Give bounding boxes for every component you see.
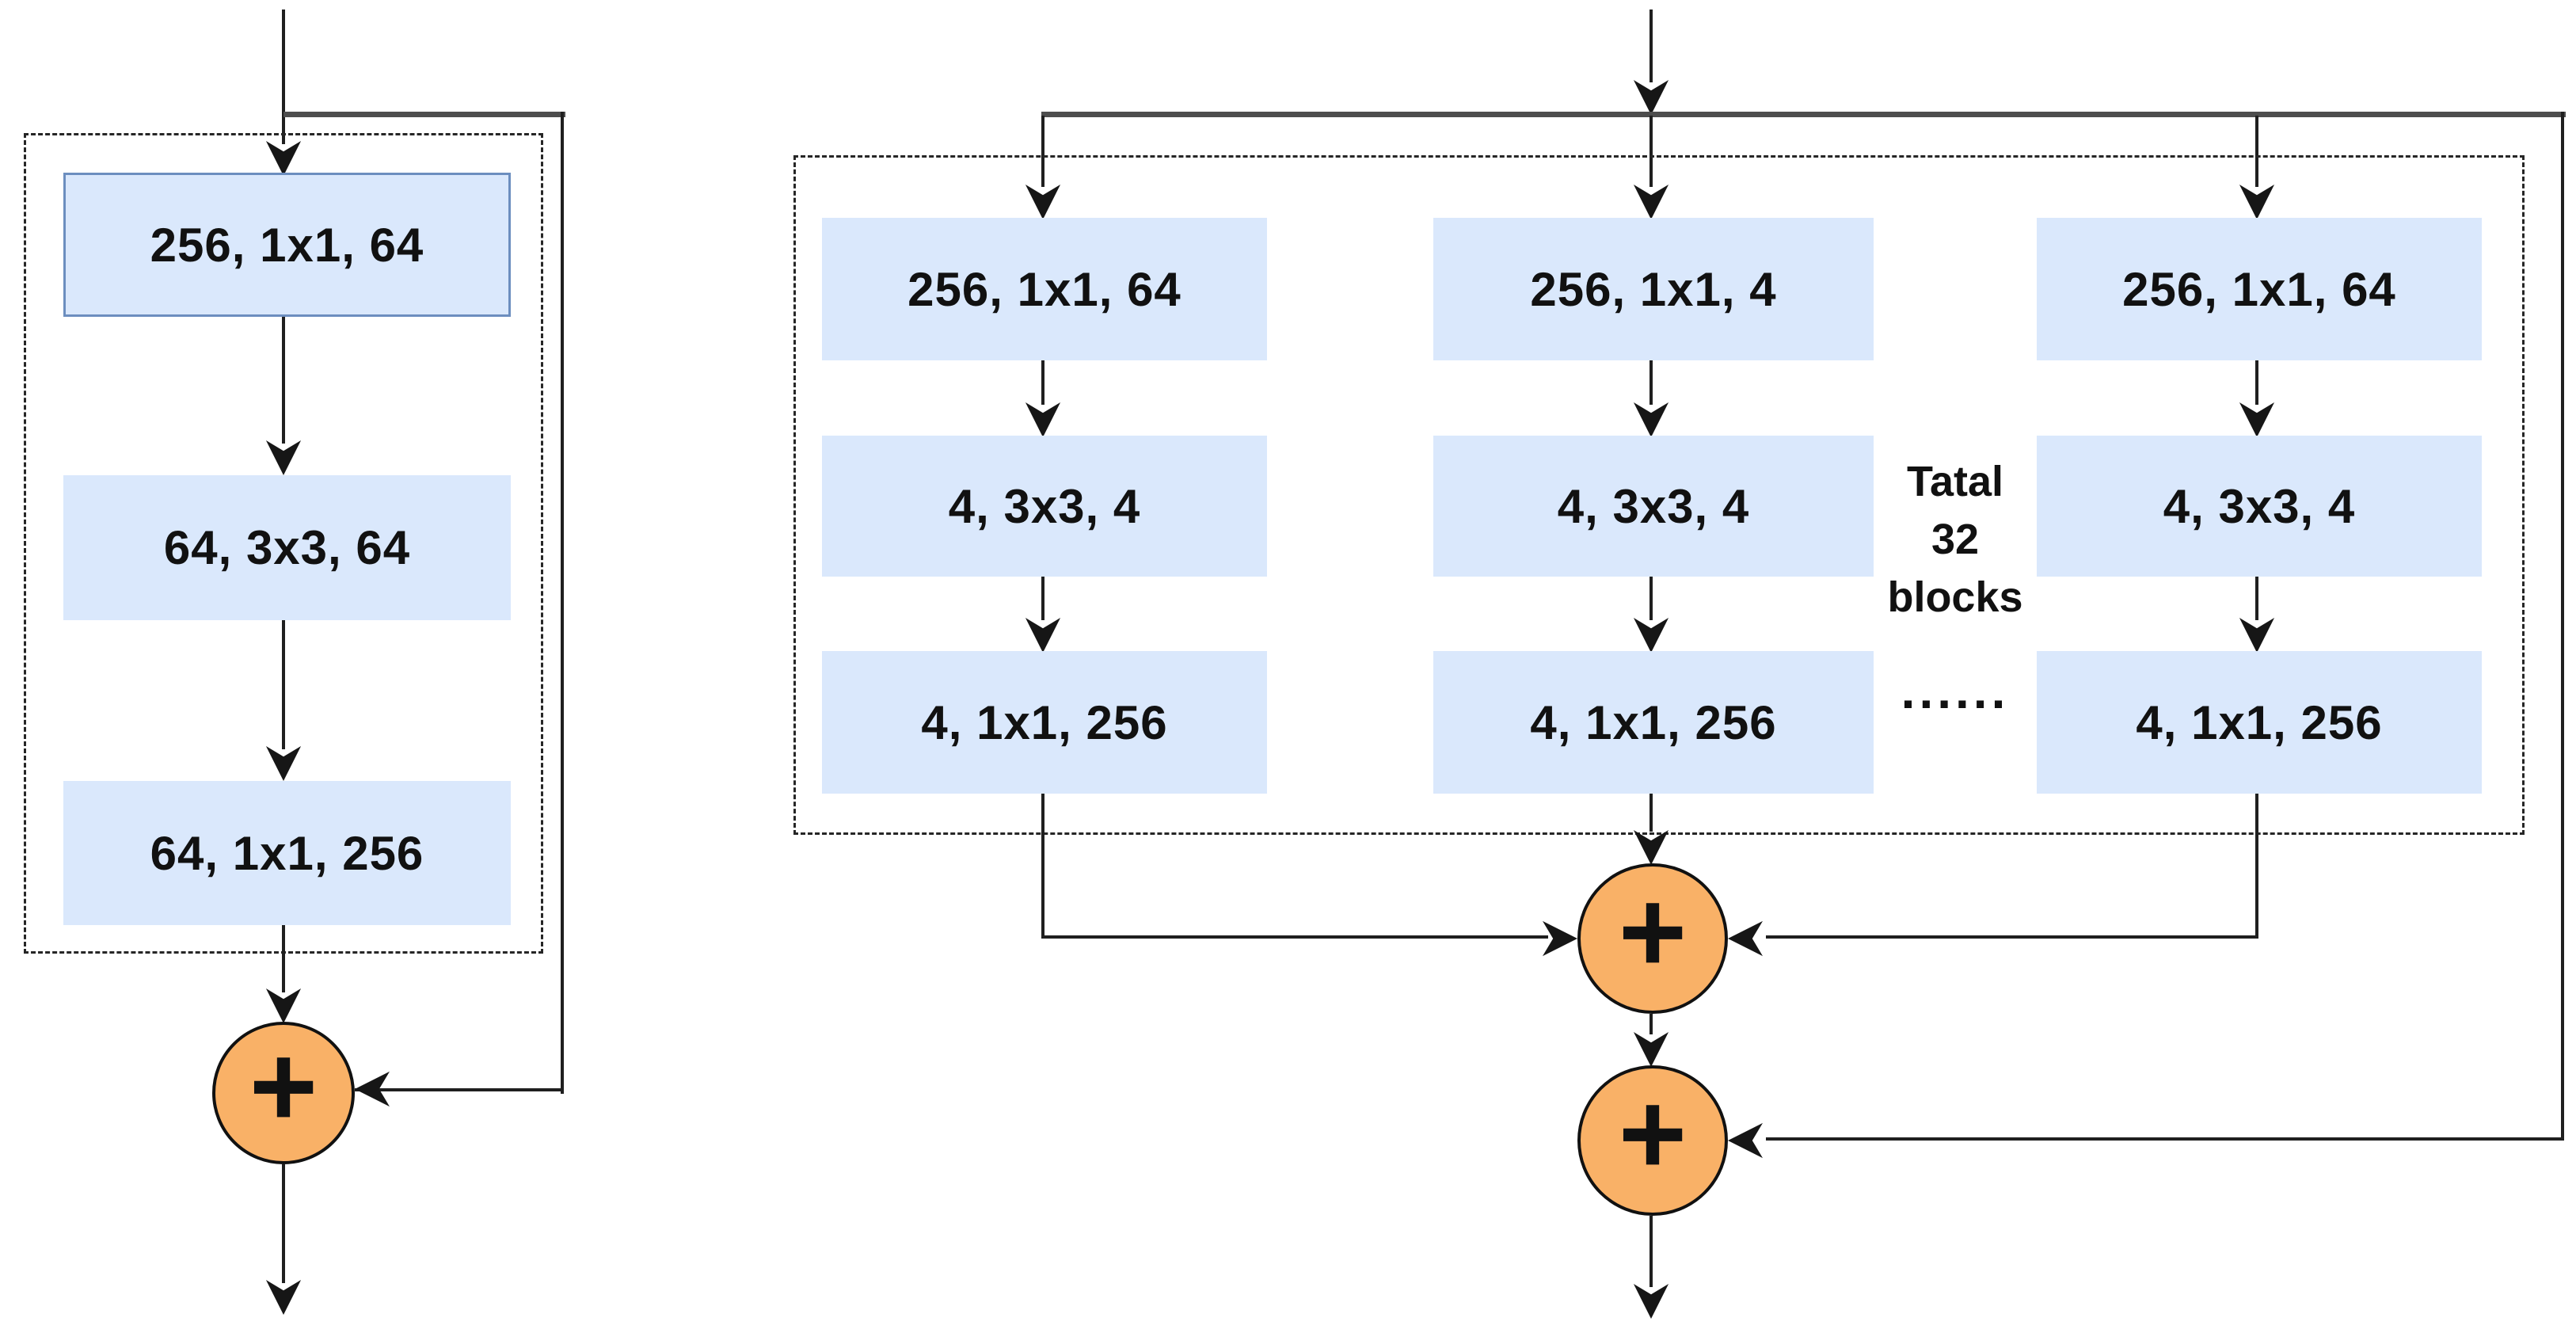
merge-line-left [1041,794,1044,937]
arrowhead-down-icon [1633,80,1669,115]
merge-line-center [1649,794,1653,832]
skip-bottom-line [1766,1137,2564,1141]
connector-line [2255,577,2258,620]
conv-layer-box: 4, 1x1, 256 [2037,651,2482,794]
ellipsis-dots: ...... [1901,662,2010,719]
skip-vertical-line [2561,112,2564,1140]
skip-bottom-line [355,1088,564,1091]
arrowhead-left-icon [1728,920,1763,957]
connector-line [1041,360,1044,405]
skip-vertical-line [561,112,564,1094]
output-arrow-line [282,1164,285,1283]
arrowhead-down-icon [1633,1284,1669,1319]
conv-layer-label: 4, 1x1, 256 [921,695,1168,749]
connector-line [282,620,285,749]
conv-layer-box: 64, 3x3, 64 [63,475,511,620]
merge-line-left-h [1041,935,1548,939]
plus-icon: + [249,1021,318,1152]
conv-layer-label: 64, 3x3, 64 [163,521,411,574]
arrowhead-down-icon [1633,1032,1669,1067]
conv-layer-box: 256, 1x1, 64 [2037,218,2482,360]
sum-node: + [1577,1065,1728,1216]
skip-branch-line [283,112,565,117]
annotation-line: blocks [1887,573,2023,621]
sum-node: + [1577,863,1728,1014]
resnext-dashed-frame [793,155,2525,835]
input-arrow-line [282,10,285,144]
conv-layer-box: 64, 1x1, 256 [63,781,511,925]
merge-line-right-h [1766,935,2258,939]
arrowhead-left-icon [1728,1122,1763,1159]
connector-line [1649,1014,1653,1034]
conv-layer-box: 256, 1x1, 64 [63,173,511,317]
connector-line [282,925,285,992]
annotation-line: 32 [1931,516,1980,563]
path-input-line [1041,116,1044,187]
output-arrow-line [1649,1216,1653,1287]
connector-line [1649,360,1653,405]
connector-line [1041,577,1044,620]
conv-layer-box: 4, 1x1, 256 [822,651,1267,794]
conv-layer-label: 4, 3x3, 4 [948,479,1141,533]
connector-line [2255,360,2258,405]
connector-line [282,317,285,444]
sum-node: + [212,1022,355,1164]
conv-layer-box: 256, 1x1, 4 [1433,218,1874,360]
conv-layer-label: 256, 1x1, 64 [907,262,1181,316]
conv-layer-label: 4, 3x3, 4 [1557,479,1750,533]
conv-layer-label: 256, 1x1, 64 [150,218,424,272]
path-input-line [1649,116,1653,187]
plus-icon: + [1618,1068,1688,1199]
conv-layer-label: 4, 1x1, 256 [1530,695,1777,749]
conv-layer-label: 4, 1x1, 256 [2136,695,2383,749]
conv-layer-label: 256, 1x1, 4 [1530,262,1777,316]
conv-layer-label: 256, 1x1, 64 [2122,262,2396,316]
conv-layer-label: 4, 3x3, 4 [2163,479,2356,533]
input-arrow-line [1649,10,1653,82]
annotation-line: Tatal [1906,458,2004,505]
merge-line-right [2255,794,2258,937]
conv-layer-box: 4, 1x1, 256 [1433,651,1874,794]
conv-layer-box: 4, 3x3, 4 [822,436,1267,577]
arrowhead-down-icon [1633,830,1669,865]
connector-line [1649,577,1653,620]
total-blocks-annotation: Tatal 32 blocks [1866,453,2045,627]
plus-icon: + [1618,866,1688,997]
conv-layer-box: 4, 3x3, 4 [1433,436,1874,577]
branch-line [1041,112,2566,117]
path-input-line [2255,116,2258,187]
conv-layer-label: 64, 1x1, 256 [150,826,424,880]
conv-layer-box: 256, 1x1, 64 [822,218,1267,360]
conv-layer-box: 4, 3x3, 4 [2037,436,2482,577]
arrowhead-right-icon [1543,920,1577,957]
